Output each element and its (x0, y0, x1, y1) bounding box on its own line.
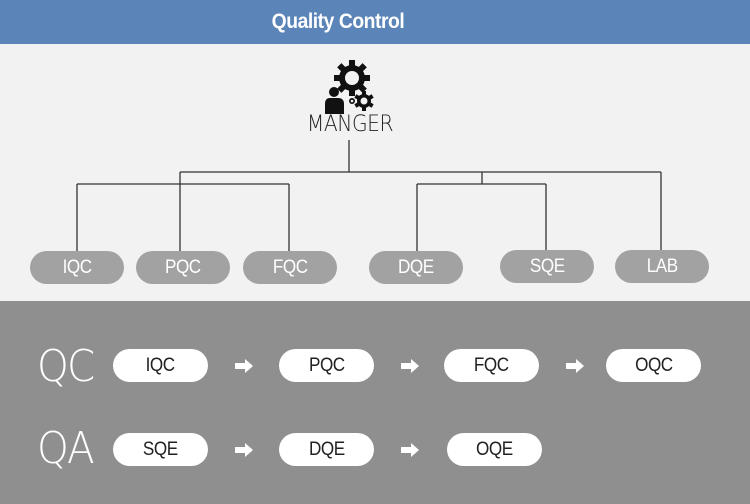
flow-step-label: OQC (634, 355, 673, 376)
page-title: Quality Control (271, 10, 405, 33)
flow-step-sqe[interactable]: SQE (113, 433, 208, 466)
right-arrow-icon (401, 443, 419, 457)
flow-label-qa: QA (37, 423, 95, 474)
right-arrow-icon (401, 359, 419, 373)
right-arrow-icon (235, 443, 253, 457)
flow-step-pqc[interactable]: PQC (279, 349, 374, 382)
flow-step-dqe[interactable]: DQE (279, 433, 374, 466)
flow-step-label: OQE (476, 439, 513, 460)
org-node-pqc[interactable]: PQC (136, 251, 230, 284)
flow-step-fqc[interactable]: FQC (444, 349, 539, 382)
flow-step-oqe[interactable]: OQE (447, 433, 542, 466)
org-node-label: DQE (398, 257, 434, 278)
org-node-lab[interactable]: LAB (615, 250, 709, 283)
org-node-sqe[interactable]: SQE (500, 250, 594, 283)
flow-step-label: SQE (143, 439, 178, 460)
org-node-label: FQC (272, 257, 308, 278)
manager-gears-icon (325, 60, 374, 114)
flow-step-label: IQC (145, 355, 176, 376)
manager-label: MANGER (306, 112, 394, 137)
flow-label-qc: QC (37, 341, 95, 392)
org-node-iqc[interactable]: IQC (30, 251, 124, 284)
org-node-dqe[interactable]: DQE (369, 251, 463, 284)
org-node-fqc[interactable]: FQC (243, 251, 337, 284)
process-flow-band (0, 301, 750, 504)
org-node-label: IQC (62, 257, 92, 278)
flow-step-label: PQC (308, 355, 345, 376)
flow-step-oqc[interactable]: OQC (606, 349, 701, 382)
flow-step-label: DQE (308, 439, 345, 460)
org-node-label: LAB (646, 256, 678, 277)
flow-step-iqc[interactable]: IQC (113, 349, 208, 382)
right-arrow-icon (235, 359, 253, 373)
right-arrow-icon (566, 359, 584, 373)
header-bar: Quality Control (0, 0, 750, 44)
org-node-label: SQE (529, 256, 565, 277)
org-node-label: PQC (165, 257, 201, 278)
flow-step-label: FQC (474, 355, 509, 376)
